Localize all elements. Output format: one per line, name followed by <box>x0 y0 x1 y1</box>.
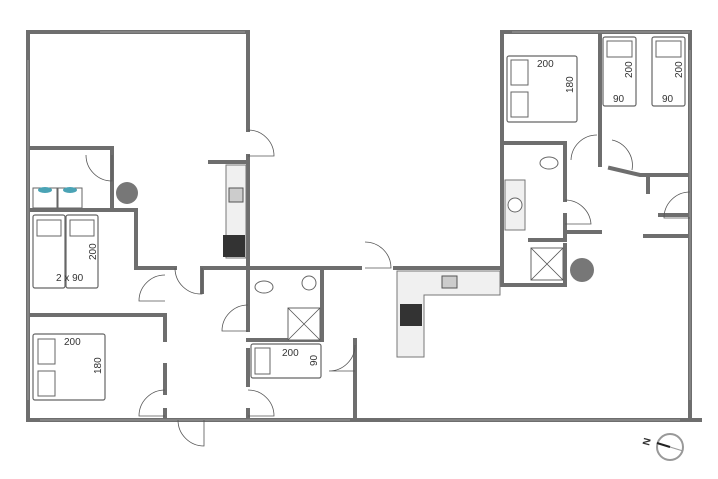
toilet-icon <box>254 280 274 294</box>
water-heater-icon <box>116 182 138 204</box>
bed-width-label: 90 <box>613 94 625 105</box>
toilet-icon <box>539 156 559 170</box>
bed-width-label: 180 <box>565 76 576 93</box>
water-heater-icon-2 <box>570 258 594 282</box>
single-beds-right: 200 90 200 90 <box>602 36 686 107</box>
bed-length-label: 200 <box>282 348 299 359</box>
laundry <box>32 182 594 282</box>
sink-icon <box>507 197 523 213</box>
compass-north-label: N <box>641 437 653 447</box>
walls <box>26 30 702 422</box>
bed-width-label: 90 <box>662 94 674 105</box>
bed-length-label: 200 <box>624 61 635 78</box>
sink-icon <box>441 275 458 289</box>
sink-icon <box>301 275 317 291</box>
stove-icon <box>400 304 422 326</box>
kitchen-right <box>396 270 501 358</box>
bed-width-label: 180 <box>93 357 104 374</box>
doors <box>85 129 691 447</box>
compass: N <box>641 433 684 461</box>
bathrooms <box>254 156 564 341</box>
bed-width-label: 2 x 90 <box>56 273 84 284</box>
twin-bedroom-left: 2 x 90 200 <box>32 214 99 289</box>
bed-width-label: 90 <box>309 354 320 366</box>
single-bed-bathroom-wing: 200 90 <box>250 343 322 379</box>
bed-length-label: 200 <box>64 337 81 348</box>
bed-length-label: 200 <box>674 61 685 78</box>
double-bedroom-left: 200 180 <box>32 333 106 401</box>
stove-icon <box>223 235 245 257</box>
sink-icon <box>228 187 244 203</box>
bed-length-label: 200 <box>537 59 554 70</box>
double-bedroom-right: 200 180 <box>506 55 578 123</box>
kitchen-left <box>223 164 247 259</box>
bed-length-label: 200 <box>88 243 99 260</box>
